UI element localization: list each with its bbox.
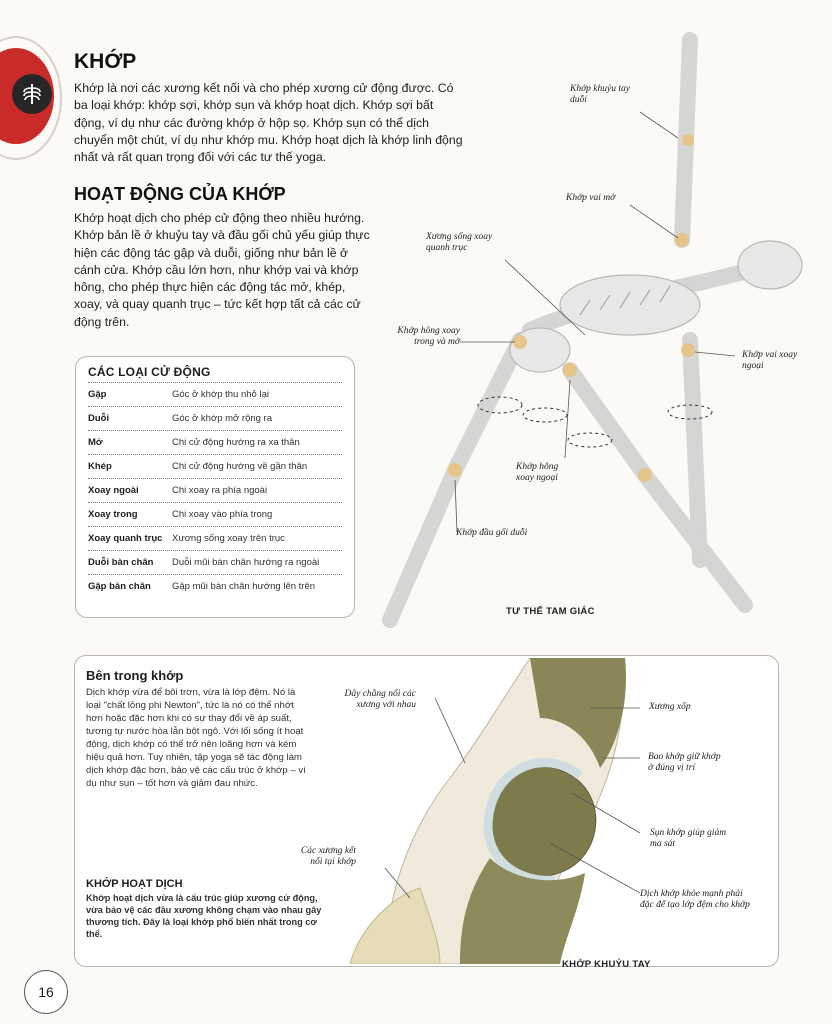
page-number: 16 bbox=[24, 970, 68, 1014]
label-cartilage: Sụn khớp giúp giảm ma sát bbox=[650, 828, 727, 849]
movement-term: Mở bbox=[88, 437, 103, 448]
table-row: Gập bàn chân Gập mũi bàn chân hướng lên … bbox=[88, 574, 342, 598]
page-title: KHỚP bbox=[74, 50, 137, 73]
movement-term: Duỗi bbox=[88, 413, 110, 424]
label-hip-internal: Khớp hông xoay trong và mở bbox=[397, 326, 460, 347]
elbow-joint-illustration bbox=[349, 658, 640, 964]
label-elbow-extended: Khớp khuỷu tay duỗi bbox=[570, 84, 630, 105]
movement-types-table: CÁC LOẠI CỬ ĐỘNG Gập Góc ở khớp thu nhỏ … bbox=[75, 356, 355, 618]
table-row: Khép Chi cử động hướng về gần thân bbox=[88, 454, 342, 478]
movement-definition: Duỗi mũi bàn chân hướng ra ngoài bbox=[172, 557, 320, 568]
movement-definition: Góc ở khớp mở rộng ra bbox=[172, 413, 273, 424]
table-row: Xoay ngoài Chi xoay ra phía ngoài bbox=[88, 478, 342, 502]
label-shoulder-open: Khớp vai mở bbox=[566, 193, 616, 203]
movement-definition: Chi xoay vào phía trong bbox=[172, 509, 273, 520]
intro-paragraph: Khớp là nơi các xương kết nối và cho phé… bbox=[74, 81, 463, 165]
label-shoulder-external: Khớp vai xoay ngoại bbox=[742, 350, 798, 371]
movement-definition: Chi cử động hướng ra xa thân bbox=[172, 437, 300, 448]
movement-term: Khép bbox=[88, 461, 112, 472]
label-synovial-fluid: Dịch khớp khỏe mạnh phải đặc để tạo lớp … bbox=[640, 889, 750, 910]
label-connected-bones: Các xương kết nối tại khớp bbox=[300, 846, 356, 867]
label-spongy-bone: Xương xốp bbox=[649, 702, 691, 712]
label-joint-capsule: Bao khớp giữ khớp ở đúng vị trí bbox=[648, 752, 721, 773]
movement-term: Xoay quanh trục bbox=[88, 533, 163, 544]
table-row: Xoay trong Chi xoay vào phía trong bbox=[88, 502, 342, 526]
table-row: Duỗi Góc ở khớp mở rộng ra bbox=[88, 406, 342, 430]
movement-table-title: CÁC LOẠI CỬ ĐỘNG bbox=[88, 365, 211, 379]
movement-term: Xoay trong bbox=[88, 509, 138, 520]
movement-definition: Góc ở khớp thu nhỏ lại bbox=[172, 389, 269, 400]
table-row: Gập Góc ở khớp thu nhỏ lại bbox=[88, 382, 342, 406]
table-row: Mở Chi cử động hướng ra xa thân bbox=[88, 430, 342, 454]
movement-definition: Xương sống xoay trên trục bbox=[172, 533, 285, 544]
synovial-joint-text: Khớp hoạt dịch vừa là cấu trúc giúp xươn… bbox=[86, 893, 322, 939]
activity-paragraph: Khớp hoạt dịch cho phép cử động theo nhi… bbox=[74, 211, 370, 329]
label-spine-rotation: Xương sống xoay quanh trục bbox=[426, 232, 493, 253]
table-row: Duỗi bàn chân Duỗi mũi bàn chân hướng ra… bbox=[88, 550, 342, 574]
inside-joint-text: Dịch khớp vừa để bôi trơn, vừa là lớp đệ… bbox=[86, 687, 306, 789]
activity-heading: HOẠT ĐỘNG CỦA KHỚP bbox=[74, 184, 286, 204]
movement-term: Duỗi bàn chân bbox=[88, 557, 154, 568]
movement-term: Xoay ngoài bbox=[88, 485, 139, 496]
elbow-caption: KHỚP KHUỶU TAY bbox=[562, 959, 651, 970]
synovial-joint-title: KHỚP HOẠT DỊCH bbox=[86, 878, 183, 890]
label-ligament: Dây chằng nối các xương với nhau bbox=[344, 689, 417, 710]
movement-term: Gập bàn chân bbox=[88, 581, 151, 592]
label-knee-extended: Khớp đầu gối duỗi bbox=[456, 528, 528, 538]
table-row: Xoay quanh trục Xương sống xoay trên trụ… bbox=[88, 526, 342, 550]
movement-definition: Gập mũi bàn chân hướng lên trên bbox=[172, 581, 316, 592]
inside-joint-title: Bên trong khớp bbox=[86, 668, 184, 683]
movement-definition: Chi cử động hướng về gần thân bbox=[172, 461, 308, 472]
label-hip-external: Khớp hông xoay ngoại bbox=[516, 462, 559, 483]
movement-term: Gập bbox=[88, 389, 107, 400]
movement-definition: Chi xoay ra phía ngoài bbox=[172, 485, 268, 496]
ribcage-icon bbox=[12, 74, 52, 114]
pose-caption: TƯ THẾ TAM GIÁC bbox=[506, 606, 595, 617]
skeleton-triangle-pose-illustration bbox=[382, 32, 803, 628]
